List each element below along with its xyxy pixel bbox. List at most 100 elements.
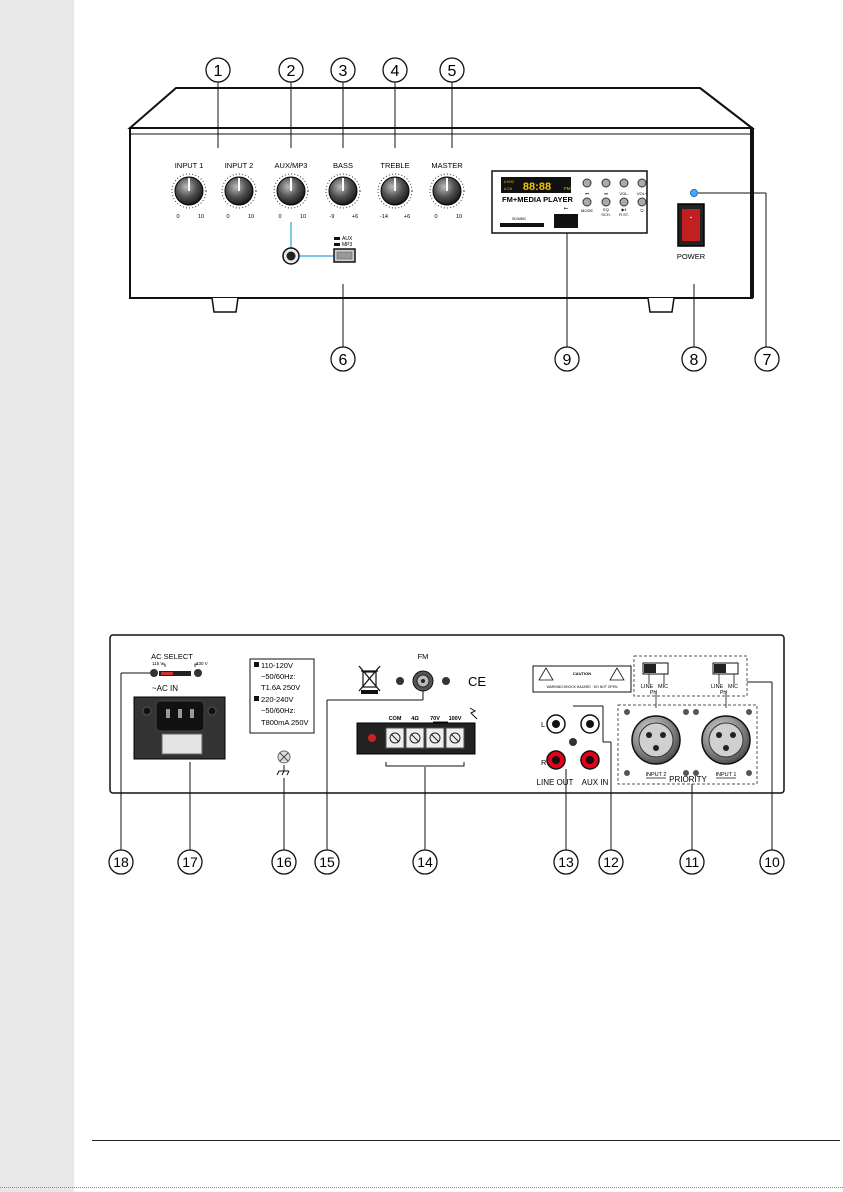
knob-max-aux-mp3: 10 xyxy=(300,214,306,220)
svg-text:18: 18 xyxy=(113,854,129,870)
aux-in-label: AUX IN xyxy=(582,778,609,787)
ac-115-label: 115 V xyxy=(152,661,163,666)
fm-antenna-jack[interactable] xyxy=(412,670,434,692)
switch-mic-label: MIC xyxy=(728,684,738,690)
knob-min-master: 0 xyxy=(434,214,437,220)
knob-max-input-2: 10 xyxy=(248,214,254,220)
line-out-left-jack[interactable] xyxy=(546,714,566,734)
knob-label-bass: BASS xyxy=(333,161,353,170)
player-button-label: R.ST. xyxy=(619,212,629,217)
line-out-right-jack[interactable] xyxy=(546,750,566,770)
player-button-label: SCH. xyxy=(601,212,611,217)
callout-9: 9 xyxy=(554,346,580,372)
ac-select-switch[interactable] xyxy=(159,671,191,676)
page-bottom-edge xyxy=(0,1187,843,1188)
ce-mark: CE xyxy=(468,674,486,689)
player-button[interactable] xyxy=(601,178,611,188)
ac-inlet-socket[interactable] xyxy=(133,696,226,760)
aux-input-jack[interactable] xyxy=(282,247,300,265)
svg-text:3: 3 xyxy=(339,63,348,80)
power-switch[interactable]: ▪ xyxy=(677,203,705,247)
knob-min-input-2: 0 xyxy=(226,214,229,220)
fuse-drawer[interactable] xyxy=(161,733,203,755)
knob-label-input-1: INPUT 1 xyxy=(175,161,204,170)
caution-title: CAUTION xyxy=(573,671,591,676)
front-knob-master[interactable] xyxy=(429,173,465,209)
knob-min-treble: -14 xyxy=(380,214,388,220)
rca-right-label: R xyxy=(541,758,547,767)
knob-min-input-1: 0 xyxy=(176,214,179,220)
caution-label: CAUTION WARNING:SHOCK HAZARD · DO NOT OP… xyxy=(532,665,632,693)
callout-2: 2 xyxy=(278,57,304,83)
callout-8: 8 xyxy=(681,346,707,372)
front-knob-bass[interactable] xyxy=(325,173,361,209)
player-button-label: EQ xyxy=(603,207,609,212)
rear-panel: AC SELECT 115 V 230 V ~AC IN 110-120V ~5… xyxy=(108,634,785,875)
ground-screw-icon xyxy=(276,750,291,776)
callout-16: 16 xyxy=(271,849,297,875)
display-small-2: A CH xyxy=(504,187,513,191)
rca-left-label: L xyxy=(541,720,545,729)
player-button[interactable] xyxy=(637,197,647,207)
speaker-terminal-block[interactable] xyxy=(356,722,476,755)
player-button[interactable] xyxy=(637,178,647,188)
player-button[interactable] xyxy=(601,197,611,207)
knob-label-aux-mp3: AUX/MP3 xyxy=(275,161,308,170)
lightning-icon xyxy=(469,707,478,720)
player-button-label: ⏻ xyxy=(640,208,644,213)
front-knob-input-2[interactable] xyxy=(221,173,257,209)
svg-text:7: 7 xyxy=(763,352,772,369)
knob-max-master: 10 xyxy=(456,214,462,220)
player-button[interactable] xyxy=(582,197,592,207)
callout-13: 13 xyxy=(553,849,579,875)
fuse-spec-line: T800mA 250V xyxy=(261,718,309,727)
switch-mic-label: MIC xyxy=(658,684,668,690)
ac-230-label: 230 V xyxy=(196,661,208,666)
switch-mp3-label: MP3 xyxy=(342,242,353,248)
caution-text: WARNING:SHOCK HAZARD · DO NOT OPEN xyxy=(547,685,618,689)
knob-max-treble: +6 xyxy=(404,214,410,220)
aux-in-left-jack[interactable] xyxy=(580,714,600,734)
callout-11: 11 xyxy=(679,849,705,875)
svg-text:8: 8 xyxy=(690,352,699,369)
knob-min-aux-mp3: 0 xyxy=(278,214,281,220)
player-button-label: VOL+ xyxy=(637,191,648,196)
fuse-spec-line: ~50/60Hz: xyxy=(261,672,295,681)
player-button[interactable] xyxy=(619,197,629,207)
callout-14: 14 xyxy=(412,849,438,875)
speaker-terminal-label: 100V xyxy=(449,716,462,722)
sd-card-label: SD/MMC xyxy=(512,217,527,221)
player-button[interactable] xyxy=(619,178,629,188)
media-player-title: FM+MEDIA PLAYER xyxy=(502,195,573,204)
svg-text:1: 1 xyxy=(214,63,223,80)
fm-label: FM xyxy=(418,652,429,661)
fuse-spec-line: T1.6A 250V xyxy=(261,683,300,692)
svg-text:12: 12 xyxy=(603,854,619,870)
callout-7: 7 xyxy=(754,346,780,372)
switch-line-label: LINE xyxy=(711,684,724,690)
fuse-spec-line: 220-240V xyxy=(261,695,294,704)
callout-6: 6 xyxy=(330,346,356,372)
player-button[interactable] xyxy=(582,178,592,188)
sd-card-slot[interactable] xyxy=(500,223,544,227)
usb-port[interactable] xyxy=(554,214,578,228)
svg-text:10: 10 xyxy=(764,854,780,870)
knob-max-input-1: 10 xyxy=(198,214,204,220)
front-knob-treble[interactable] xyxy=(377,173,413,209)
front-knob-aux-mp3[interactable] xyxy=(273,173,309,209)
xlr-input-1-jack[interactable] xyxy=(701,715,751,765)
player-button-label: ⏮ xyxy=(585,191,589,196)
svg-text:16: 16 xyxy=(276,854,292,870)
media-player-display xyxy=(501,177,571,193)
xlr-input-2-jack[interactable] xyxy=(631,715,681,765)
svg-text:2: 2 xyxy=(287,63,296,80)
front-knob-input-1[interactable] xyxy=(171,173,207,209)
input-2-line-mic-switch[interactable] xyxy=(642,662,669,675)
svg-text:9: 9 xyxy=(563,352,572,369)
aux-in-right-jack[interactable] xyxy=(580,750,600,770)
callout-15: 15 xyxy=(314,849,340,875)
media-player-module: A KHZ A CH 88:88 FM FM+MEDIA PLAYER SD/M… xyxy=(491,170,648,234)
svg-text:14: 14 xyxy=(417,854,433,870)
input-1-line-mic-switch[interactable] xyxy=(712,662,739,675)
